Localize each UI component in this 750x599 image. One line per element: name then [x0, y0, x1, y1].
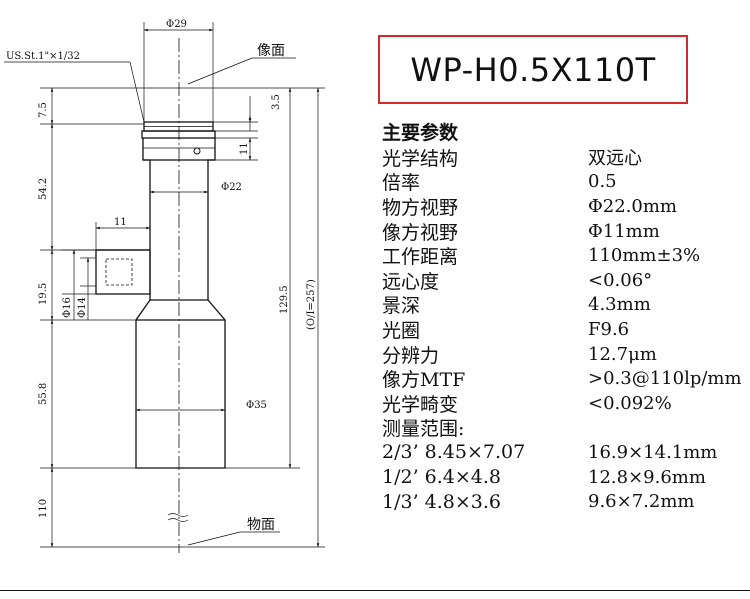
dimension-lines: [4, 22, 325, 548]
spec-key: 光学结构: [382, 147, 459, 170]
spec-table: 主要参数 光学结构 双远心 倍率 0.5 物方视野 Φ22.0mm 像方视野 Φ11mm…: [382, 121, 748, 514]
spec-value: 110mm±3%: [588, 245, 701, 267]
dim-11-vertical: 11: [239, 142, 250, 155]
spec-key: 远心度: [382, 270, 440, 293]
spec-row: 光圈 F9.6: [382, 317, 748, 342]
spec-row: 1/2’ 6.4×4.8 12.8×9.6mm: [382, 465, 748, 490]
spec-key: 1/3’ 4.8×3.6: [382, 490, 502, 513]
spec-row: 测量范围:: [382, 416, 748, 441]
spec-value: <0.092%: [588, 392, 672, 414]
spec-row: 分辨力 12.7μm: [382, 342, 748, 367]
spec-key: 分辨力: [382, 344, 440, 367]
model-title: WP-H0.5X110T: [410, 50, 656, 89]
dim-phi22: Φ22: [221, 182, 242, 193]
dim-129-5: 129.5: [279, 285, 290, 314]
dim-11-horizontal: 11: [114, 217, 127, 228]
spec-key: 2/3’ 8.45×7.07: [382, 441, 526, 464]
spec-row: 倍率 0.5: [382, 170, 748, 195]
label-object-plane: 物面: [247, 517, 275, 533]
spec-row: 1/3’ 4.8×3.6 9.6×7.2mm: [382, 489, 748, 514]
spec-key: 光圈: [382, 319, 421, 342]
spec-key: 像方视野: [382, 221, 459, 244]
spec-row: 像方MTF >0.3@110lp/mm: [382, 366, 748, 391]
set-screw: [193, 147, 201, 155]
spec-row: 工作距离 110mm±3%: [382, 243, 748, 268]
spec-value: >0.3@110lp/mm: [588, 368, 742, 390]
dim-19-5: 19.5: [38, 283, 49, 305]
spec-key: 景深: [382, 295, 421, 318]
spec-value: 12.8×9.6mm: [588, 466, 706, 488]
dim-3-5: 3.5: [271, 94, 282, 110]
spec-value: Φ11mm: [588, 220, 660, 242]
model-title-box: WP-H0.5X110T: [378, 35, 688, 104]
spec-row: 像方视野 Φ11mm: [382, 219, 748, 244]
spec-value: 4.3mm: [588, 294, 651, 316]
spec-key: 倍率: [382, 172, 421, 195]
dim-phi35: Φ35: [246, 400, 267, 411]
side-port-window: [105, 258, 133, 286]
spec-key: 1/2’ 6.4×4.8: [382, 466, 502, 489]
spec-value: 12.7μm: [588, 343, 657, 365]
spec-row: 光学畸变 <0.092%: [382, 391, 748, 416]
lens-body-outline: [95, 121, 226, 469]
spec-row: 远心度 <0.06°: [382, 268, 748, 293]
spec-key: 工作距离: [382, 246, 459, 269]
spec-key: 测量范围:: [382, 418, 465, 441]
spec-row: 景深 4.3mm: [382, 293, 748, 318]
dim-thread-spec: US.St.1"×1/32: [6, 51, 80, 62]
spec-key: 光学畸变: [382, 393, 459, 416]
spec-row: 物方视野 Φ22.0mm: [382, 194, 748, 219]
dim-54-2: 54.2: [38, 178, 49, 200]
dim-phi14: Φ14: [77, 297, 88, 318]
spec-key: 像方MTF: [382, 369, 466, 392]
dim-phi16: Φ16: [62, 297, 73, 318]
spec-row: 光学结构 双远心: [382, 145, 748, 170]
spec-value: <0.06°: [588, 269, 653, 291]
spec-value: 16.9×14.1mm: [588, 441, 718, 463]
label-image-plane: 像面: [257, 43, 285, 59]
bottom-rule: [0, 590, 750, 591]
dim-110: 110: [38, 499, 49, 518]
spec-value: 0.5: [588, 171, 617, 193]
spec-value: 9.6×7.2mm: [588, 491, 695, 513]
dim-total-length: (O/I=257): [306, 279, 317, 330]
spec-key: 物方视野: [382, 196, 459, 219]
spec-heading: 主要参数: [382, 122, 459, 144]
spec-value: 双远心: [588, 148, 642, 170]
dim-55-8: 55.8: [38, 383, 49, 405]
spec-row: 2/3’ 8.45×7.07 16.9×14.1mm: [382, 440, 748, 465]
dim-7-5: 7.5: [38, 102, 49, 118]
spec-value: Φ22.0mm: [588, 195, 677, 217]
spec-value: F9.6: [588, 318, 630, 340]
dim-top-diameter: Φ29: [166, 19, 187, 30]
